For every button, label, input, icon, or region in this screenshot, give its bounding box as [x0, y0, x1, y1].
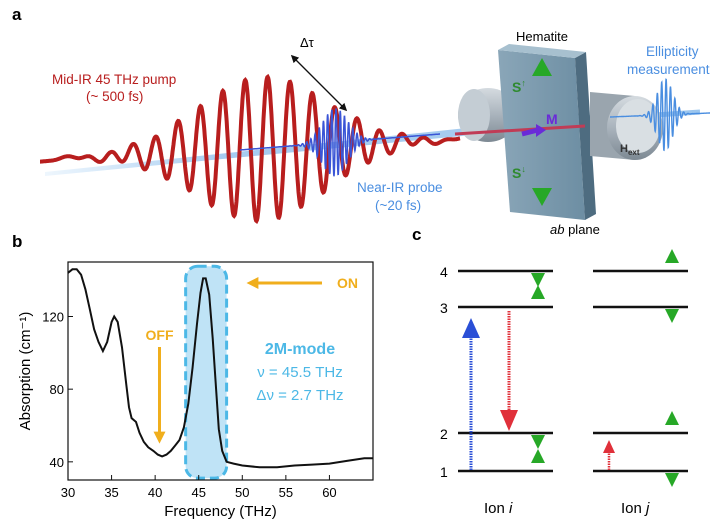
spin-down-icon — [531, 425, 545, 449]
panel-c: c 4 3 2 1 Ion i — [412, 225, 688, 517]
beam-in-crystal — [454, 124, 586, 136]
spin-up-icon — [531, 449, 545, 477]
plane-label: ab plane — [550, 222, 600, 237]
on-label: ON — [337, 275, 358, 291]
absorption-transition-arrow — [462, 318, 480, 470]
spin-down-icon — [531, 263, 545, 287]
x-tick-label: 45 — [191, 485, 205, 500]
spin-down-label: S↓ — [512, 164, 526, 181]
panel-b-label: b — [12, 232, 22, 251]
panel-c-label: c — [412, 225, 421, 244]
plane-label-italic: ab — [550, 222, 564, 237]
ion-j-italic: j — [644, 500, 650, 517]
y-tick-label: 80 — [50, 382, 64, 397]
probe-wavepacket — [240, 108, 440, 177]
plot-frame — [67, 261, 374, 481]
spin-down-s: S — [512, 165, 521, 181]
delay-arrow — [290, 54, 348, 112]
ion-j-text: Ion — [621, 500, 646, 517]
field-label: Hext — [620, 143, 640, 157]
y-tick-label: 40 — [50, 455, 64, 470]
measure-label-line1: Ellipticity — [646, 44, 699, 59]
level-1-label: 1 — [440, 464, 448, 480]
spin-up-icon — [665, 249, 679, 277]
spin-up-sup: ↑ — [521, 78, 526, 88]
spin-down-icon — [665, 299, 679, 323]
magnetization-label: M — [546, 111, 558, 127]
level-3-label: 3 — [440, 300, 448, 316]
x-tick-label: 55 — [279, 485, 293, 500]
mode-width: Δν = 2.7 THz — [256, 387, 343, 404]
ion-i-italic: i — [509, 500, 513, 517]
ellipticity-wavepacket — [610, 78, 710, 152]
spin-up-icon — [665, 411, 679, 439]
ion-j-excitation-arrow — [603, 440, 615, 470]
spin-up-arrow — [532, 58, 552, 128]
panel-a: a — [12, 5, 710, 237]
ion-j-label: Ion j — [621, 500, 650, 517]
spin-down-arrow — [532, 136, 552, 206]
emission-transition-arrow — [500, 311, 518, 431]
probe-label-line2: (~20 fs) — [375, 198, 421, 213]
magnetization-arrow — [521, 124, 546, 137]
ion-i-text: Ion — [484, 500, 509, 517]
spin-up-label: S↑ — [512, 78, 526, 95]
plane-label-rest: plane — [564, 222, 599, 237]
absorption-curve — [67, 268, 373, 469]
sample-label: Hematite — [516, 29, 568, 44]
spin-up-s: S — [512, 79, 521, 95]
2m-mode-highlight-band — [184, 264, 229, 480]
x-tick-label: 40 — [148, 485, 162, 500]
field-sub: ext — [628, 148, 640, 157]
x-tick-label: 50 — [235, 485, 249, 500]
pump-label-line1: Mid-IR 45 THz pump — [52, 72, 176, 87]
y-tick-label: 120 — [42, 310, 64, 325]
x-axis-label: Frequency (THz) — [164, 503, 277, 520]
spin-up-icon — [531, 285, 545, 313]
spin-down-icon — [665, 463, 679, 487]
off-label: OFF — [146, 327, 174, 343]
pump-waveform — [40, 73, 461, 224]
probe-label-line1: Near-IR probe — [357, 180, 443, 195]
level-2-label: 2 — [440, 426, 448, 442]
field-h: H — [620, 143, 628, 155]
delay-label: Δτ — [300, 35, 315, 50]
x-tick-label: 35 — [104, 485, 118, 500]
y-axis-label: Absorption (cm⁻¹) — [17, 312, 34, 431]
ion-i-label: Ion i — [484, 500, 513, 517]
x-tick-label: 60 — [322, 485, 336, 500]
panel-a-label: a — [12, 5, 22, 24]
mode-frequency: ν = 45.5 THz — [257, 364, 342, 381]
hematite-crystal — [498, 44, 596, 220]
x-tick-label: 30 — [61, 485, 75, 500]
level-4-label: 4 — [440, 264, 448, 280]
mode-title: 2M-mode — [265, 341, 335, 358]
spin-down-sup: ↓ — [521, 164, 526, 174]
measure-label-line2: measurement — [627, 62, 710, 77]
pump-label-line2: (~ 500 fs) — [86, 89, 143, 104]
